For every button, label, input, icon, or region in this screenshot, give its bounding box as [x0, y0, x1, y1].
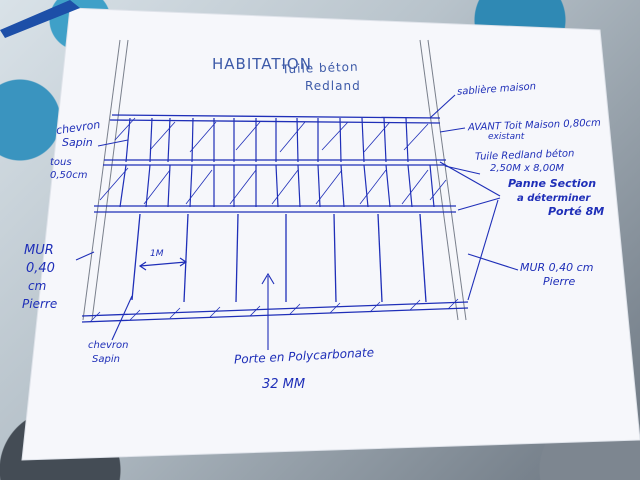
label-mur-right: MUR 0,40 cm	[520, 261, 594, 274]
label-mur-left-thickness: 0,40	[26, 261, 55, 276]
label-chevron-bottom: chevron	[88, 340, 129, 351]
hatch-upper	[114, 117, 429, 153]
label-chevron-top-sapin: Sapin	[62, 136, 93, 149]
label-chevron-top-tous: tous	[50, 157, 72, 168]
label-porte-thickness: 32 MM	[262, 377, 306, 392]
label-mur-left: MUR	[24, 243, 54, 258]
drawing-subtitle-roof: Tuile béton	[281, 59, 359, 77]
label-mur-right-pierre: Pierre	[543, 275, 576, 288]
label-panne-section: Panne Section	[508, 177, 597, 190]
label-spacing-1m: 1M	[150, 249, 164, 259]
bottom-sill	[81, 301, 469, 323]
rafters-lower	[119, 164, 435, 208]
label-mur-left-pierre: Pierre	[22, 297, 58, 311]
roof-upper-band	[103, 114, 446, 166]
label-avant-toit-existant: existant	[488, 132, 525, 142]
label-chevron-bottom-sapin: Sapin	[92, 354, 120, 365]
label-panne-determiner: a déterminer	[517, 193, 591, 204]
label-chevron-top-spacing: 0,50cm	[50, 170, 88, 181]
annotation-leaders	[75, 94, 519, 350]
drawing-subtitle-brand: Redland	[305, 79, 361, 93]
label-mur-left-unit: cm	[28, 279, 47, 293]
pencil-guides	[82, 39, 467, 321]
drawing-title: HABITATION	[212, 55, 312, 73]
spacing-dimension-arrow	[138, 257, 188, 271]
roof-lower-band	[94, 205, 456, 213]
door-mullions	[131, 213, 427, 303]
label-tuile-dimensions: 2,50M x 8,00M	[490, 163, 565, 174]
hatch-lower	[99, 167, 447, 205]
hatch-bottom	[89, 298, 459, 323]
pen-icon	[0, 0, 80, 38]
label-panne-porte: Porté 8M	[548, 205, 605, 218]
paper-sheet	[21, 7, 640, 461]
rafters-upper	[125, 117, 409, 163]
